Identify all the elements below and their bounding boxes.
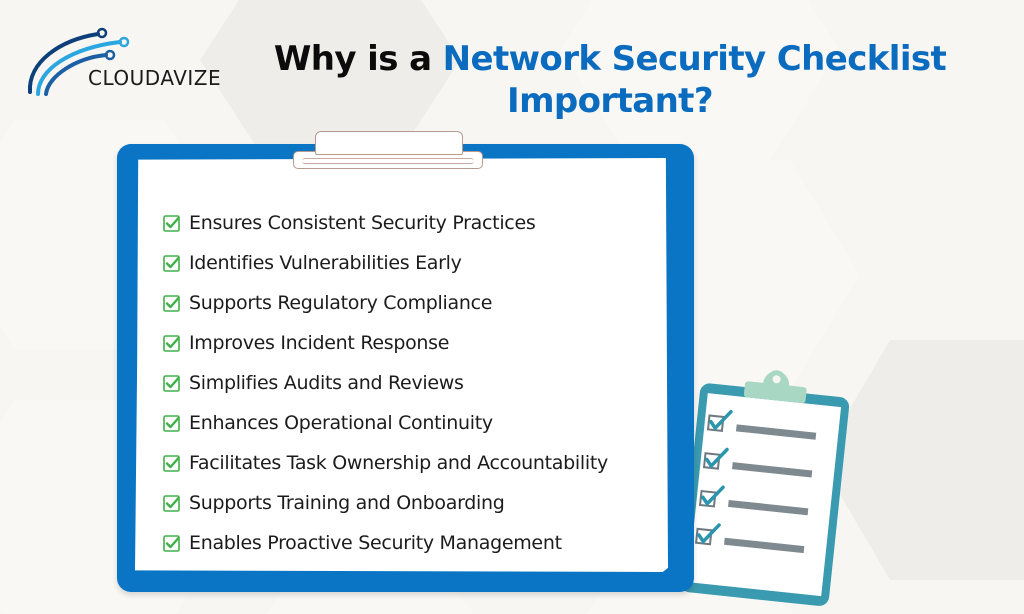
list-item-label: Ensures Consistent Security Practices: [189, 212, 536, 234]
brand-name: CLOUDAVIZE: [88, 66, 222, 90]
list-item-label: Supports Regulatory Compliance: [189, 292, 493, 314]
list-item: Improves Incident Response: [163, 323, 683, 363]
green-checkbox-icon: [163, 455, 180, 472]
clipboard-icon: [679, 370, 850, 606]
list-item-label: Simplifies Audits and Reviews: [189, 372, 464, 394]
circuit-swoosh-logo-icon: [27, 27, 130, 96]
list-item: Enhances Operational Continuity: [163, 403, 683, 443]
list-item-label: Supports Training and Onboarding: [189, 492, 505, 514]
list-item: Ensures Consistent Security Practices: [163, 203, 683, 243]
list-item: Simplifies Audits and Reviews: [163, 363, 683, 403]
title-dark-part: Why is a: [273, 39, 443, 79]
list-item: Supports Regulatory Compliance: [163, 283, 683, 323]
clipboard-paper: [135, 158, 668, 572]
checklist: Ensures Consistent Security Practices Id…: [163, 203, 683, 563]
title-blue-part-line1: Network Security Checklist: [442, 39, 947, 79]
green-checkbox-icon: [163, 375, 180, 392]
green-checkbox-icon: [163, 295, 180, 312]
list-item-label: Enables Proactive Security Management: [189, 532, 562, 554]
clip-top: [315, 131, 463, 155]
list-item-label: Improves Incident Response: [189, 332, 450, 354]
list-item-label: Facilitates Task Ownership and Accountab…: [189, 452, 608, 474]
green-checkbox-icon: [163, 415, 180, 432]
list-item: Enables Proactive Security Management: [163, 523, 683, 563]
green-checkbox-icon: [163, 215, 180, 232]
main-clipboard: [117, 144, 694, 592]
green-checkbox-icon: [163, 495, 180, 512]
green-checkbox-icon: [163, 535, 180, 552]
green-checkbox-icon: [163, 335, 180, 352]
clipboard-clip: [293, 131, 483, 171]
secondary-clipboard-illustration: [668, 370, 868, 610]
list-item-label: Identifies Vulnerabilities Early: [189, 252, 462, 274]
page-title: Why is a Network Security Checklist Impo…: [240, 38, 980, 122]
title-blue-part-line2: Important?: [507, 81, 714, 121]
list-item-label: Enhances Operational Continuity: [189, 412, 493, 434]
green-checkbox-icon: [163, 255, 180, 272]
brand-logo: CLOUDAVIZE: [20, 22, 222, 102]
list-item: Identifies Vulnerabilities Early: [163, 243, 683, 283]
list-item: Facilitates Task Ownership and Accountab…: [163, 443, 683, 483]
list-item: Supports Training and Onboarding: [163, 483, 683, 523]
